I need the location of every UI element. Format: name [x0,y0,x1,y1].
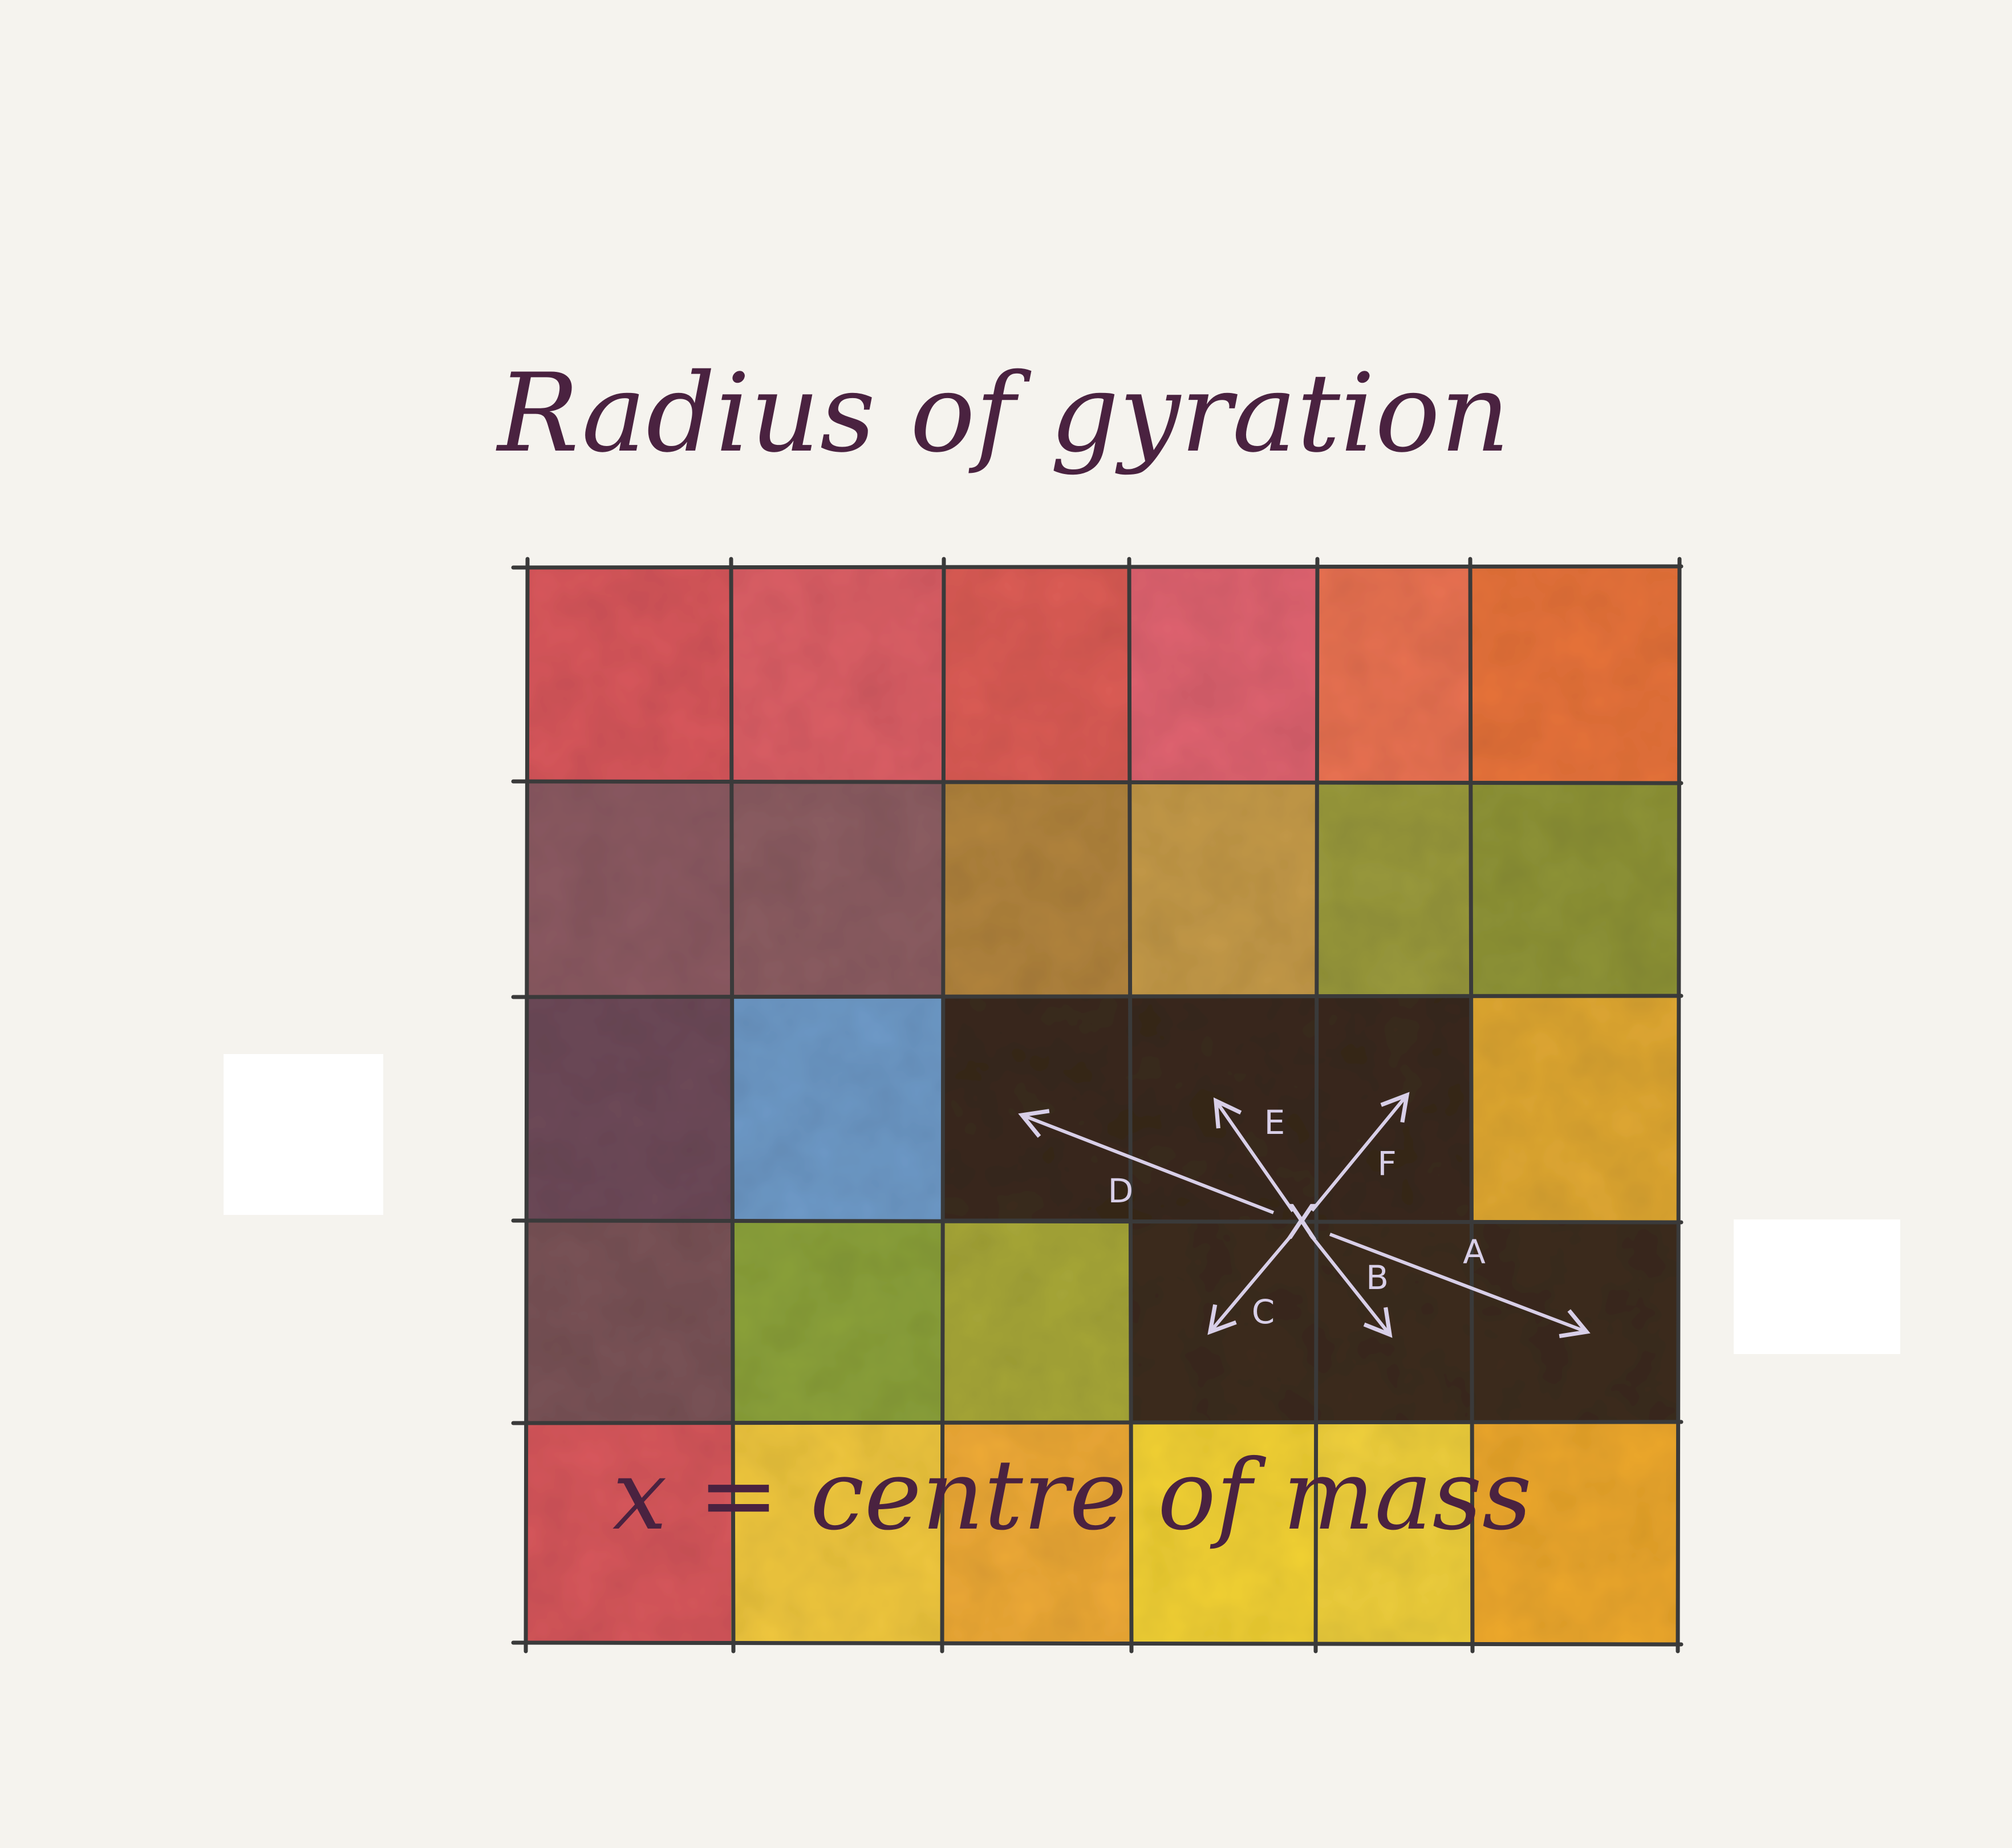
grid-cell [1470,997,1680,1221]
arrow-label-d: D [1108,1172,1134,1210]
grid-cell [1470,781,1680,997]
grid-cell [1129,1221,1317,1423]
diagram-caption: x = centre of mass [612,1439,1532,1552]
grid-cell [731,1221,944,1423]
grid-cell [1317,781,1470,997]
grid-cells [528,568,1680,1643]
arrow-label-e: E [1264,1103,1285,1142]
arrow-a [1329,1233,1591,1339]
grid-cell [528,1423,731,1643]
grid-cell [1317,1221,1470,1423]
grid-cell [944,997,1129,1221]
radius-arrows: A B C D E F [1018,1092,1591,1339]
arrow-d [1018,1109,1275,1214]
grid-cell [1317,1423,1470,1643]
arrow-f [1311,1092,1410,1212]
grid-line-horizontal [511,1420,1684,1425]
grid-cell [731,1423,944,1643]
arrow-c [1207,1233,1294,1335]
grid-line-horizontal [511,564,1684,570]
grid-cell [944,568,1129,781]
grid-cell [944,1423,1129,1643]
grid-cell [528,781,731,997]
grid-cell [1317,568,1470,781]
grid-line-vertical [1127,557,1134,1654]
grid-cell [528,997,731,1221]
grid-line-vertical [524,557,530,1654]
grid-line-vertical [1313,557,1320,1654]
grid-line-horizontal [511,994,1684,999]
paper-patch-left [224,1054,383,1215]
grid-lines [511,557,1684,1654]
grid-cell [731,781,944,997]
grid-cell [944,1221,1129,1423]
arrow-b [1309,1233,1393,1338]
grid-line-vertical [1468,557,1475,1654]
grid-line-vertical [729,557,736,1654]
grid-cell [1470,1221,1680,1423]
grid-cell [1129,781,1317,997]
arrow-label-a: A [1463,1233,1486,1271]
grid-cell [1470,568,1680,781]
grid-line-vertical [940,557,946,1654]
arrow-label-c: C [1252,1292,1275,1331]
arrow-e [1213,1097,1295,1213]
grid-cell [944,781,1129,997]
grid-line-vertical [1676,557,1682,1654]
grid-cell [1470,1423,1680,1643]
grid-line-horizontal [511,779,1684,785]
grid-cell [1129,1423,1317,1643]
arrow-label-b: B [1366,1258,1389,1297]
grid-cell [731,997,944,1221]
grid-line-horizontal [511,1640,1684,1647]
grid-cell [528,1221,731,1423]
centre-of-mass-mark: X [1285,1194,1318,1250]
grid-cell [731,568,944,781]
paper-patch-right [1734,1219,1900,1354]
arrow-label-f: F [1377,1144,1396,1183]
grid-cell [528,568,731,781]
diagram-title: Radius of gyration [496,350,1510,476]
grid-cell [1129,568,1317,781]
